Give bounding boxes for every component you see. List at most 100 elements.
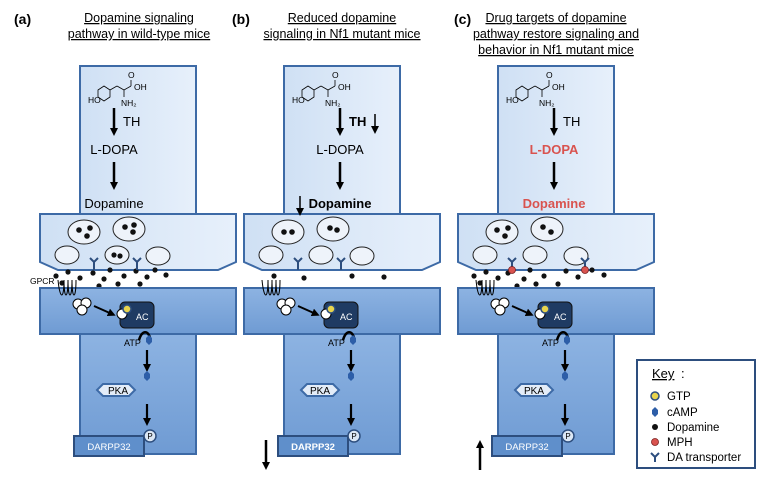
gtp-icon: [540, 304, 550, 314]
darpp32-box: [277, 435, 349, 457]
acid-label: OH: [552, 82, 565, 92]
tyrosine-molecule: [515, 80, 550, 102]
camp-icon: [652, 407, 658, 417]
amine-label: NH₂: [121, 98, 137, 108]
vesicle: [54, 245, 80, 265]
hydroxyl-label: HO: [292, 95, 305, 105]
panel-title-line: signaling in Nf1 mutant mice: [263, 27, 420, 41]
panel-title-line: Dopamine signaling: [84, 11, 194, 25]
pka-label: PKA: [310, 386, 330, 397]
dopamine-dots-vesicle: [281, 225, 340, 235]
intermediate-label: L-DOPA: [316, 142, 364, 157]
vesicle: [145, 246, 171, 266]
darpp32-box: [491, 435, 563, 457]
pka-label: PKA: [524, 386, 544, 397]
ac-label: AC: [554, 312, 567, 322]
camp-icon: [564, 335, 570, 345]
postsynaptic-cell: [497, 333, 615, 455]
atp-label: ATP: [124, 338, 141, 348]
amine-label: NH₂: [539, 98, 555, 108]
pka-label: PKA: [108, 386, 128, 397]
panel-letter: (c): [454, 11, 471, 27]
dopamine-dots-vesicle: [76, 222, 137, 259]
pka-box: [513, 383, 555, 397]
hydroxyl-label: HO: [88, 95, 101, 105]
panel-title-line: behavior in Nf1 mutant mice: [478, 43, 634, 57]
mph-icon: [651, 438, 659, 446]
tyrosine-molecule: [97, 80, 132, 102]
tyrosine-molecule: [301, 80, 336, 102]
legend-key: Key : GTP cAMP Dopamine MPH DA transport…: [636, 359, 756, 469]
panel-a: (a) Dopamine signaling pathway in wild-t…: [14, 11, 237, 457]
product-label: Dopamine: [523, 196, 586, 211]
g-protein-icon: [72, 297, 92, 316]
enzyme-label: TH: [349, 114, 366, 129]
carbonyl-label: O: [332, 70, 339, 80]
vesicles: [54, 216, 171, 266]
phospho-icon: [347, 429, 361, 443]
darpp32-label: DARPP32: [291, 442, 335, 453]
ac-label: AC: [136, 312, 149, 322]
camp-icon: [146, 335, 152, 345]
carbonyl-label: O: [128, 70, 135, 80]
vesicles: [258, 216, 375, 266]
mph-icon: [508, 266, 516, 274]
phospho-label: P: [147, 432, 152, 441]
panel-b: (b) Reduced dopamine signaling in Nf1 mu…: [232, 11, 441, 470]
camp-icon: [350, 335, 356, 345]
gtp-icon: [650, 391, 660, 401]
panel-title-line: Drug targets of dopamine: [485, 11, 626, 25]
key-item: GTP: [667, 391, 691, 403]
key-title-colon: :: [681, 366, 685, 381]
camp-icon: [562, 371, 568, 381]
enzyme-label: TH: [123, 114, 140, 129]
acid-label: OH: [134, 82, 147, 92]
arrow: [511, 305, 534, 317]
gpcr-icon: [57, 279, 77, 296]
intermediate-label: L-DOPA: [530, 142, 579, 157]
darpp32-box: [73, 435, 145, 457]
panel-title-line: pathway restore signaling and: [473, 27, 639, 41]
da-transporter-icon: [650, 452, 660, 462]
dopamine-dots-vesicle: [494, 224, 554, 239]
ac-label: AC: [340, 312, 353, 322]
panel-letter: (a): [14, 11, 31, 27]
hydroxyl-label: HO: [506, 95, 519, 105]
vesicle: [67, 219, 101, 245]
key-item: cAMP: [667, 407, 698, 419]
phospho-icon: [561, 429, 575, 443]
neuron-cell-body: [79, 65, 197, 215]
dopamine-dots-cleft: [271, 273, 387, 281]
atp-label: ATP: [542, 338, 559, 348]
panel-letter: (b): [232, 11, 250, 27]
gtp-icon: [326, 304, 336, 314]
pka-box: [95, 383, 137, 397]
da-transporter-icon: [293, 257, 346, 270]
arrow: [297, 305, 320, 317]
darpp32-label: DARPP32: [505, 442, 548, 453]
panel-title-line: Reduced dopamine: [288, 11, 396, 25]
g-protein-icon: [276, 297, 296, 316]
atp-label: ATP: [328, 338, 345, 348]
pka-box: [299, 383, 341, 397]
carbonyl-label: O: [546, 70, 553, 80]
phospho-label: P: [351, 432, 356, 441]
camp-icon: [144, 371, 150, 381]
presynaptic-neuron: [39, 65, 237, 271]
gtp-icon: [122, 304, 132, 314]
darpp32-label: DARPP32: [87, 442, 130, 453]
key-item: MPH: [667, 437, 693, 449]
key-title: Key: [652, 366, 675, 381]
dopamine-icon: [652, 424, 658, 430]
postsynaptic-cell: [79, 333, 197, 455]
vesicles: [472, 216, 589, 266]
product-label: Dopamine: [309, 196, 372, 211]
g-protein-icon: [490, 297, 510, 316]
product-label: Dopamine: [84, 196, 143, 211]
mph-icon: [581, 266, 589, 274]
da-transporter-icon: [89, 257, 142, 270]
panel-title-line: pathway in wild-type mice: [68, 27, 210, 41]
key-item: Dopamine: [667, 422, 719, 434]
receptor-label: GPCR: [30, 276, 55, 286]
